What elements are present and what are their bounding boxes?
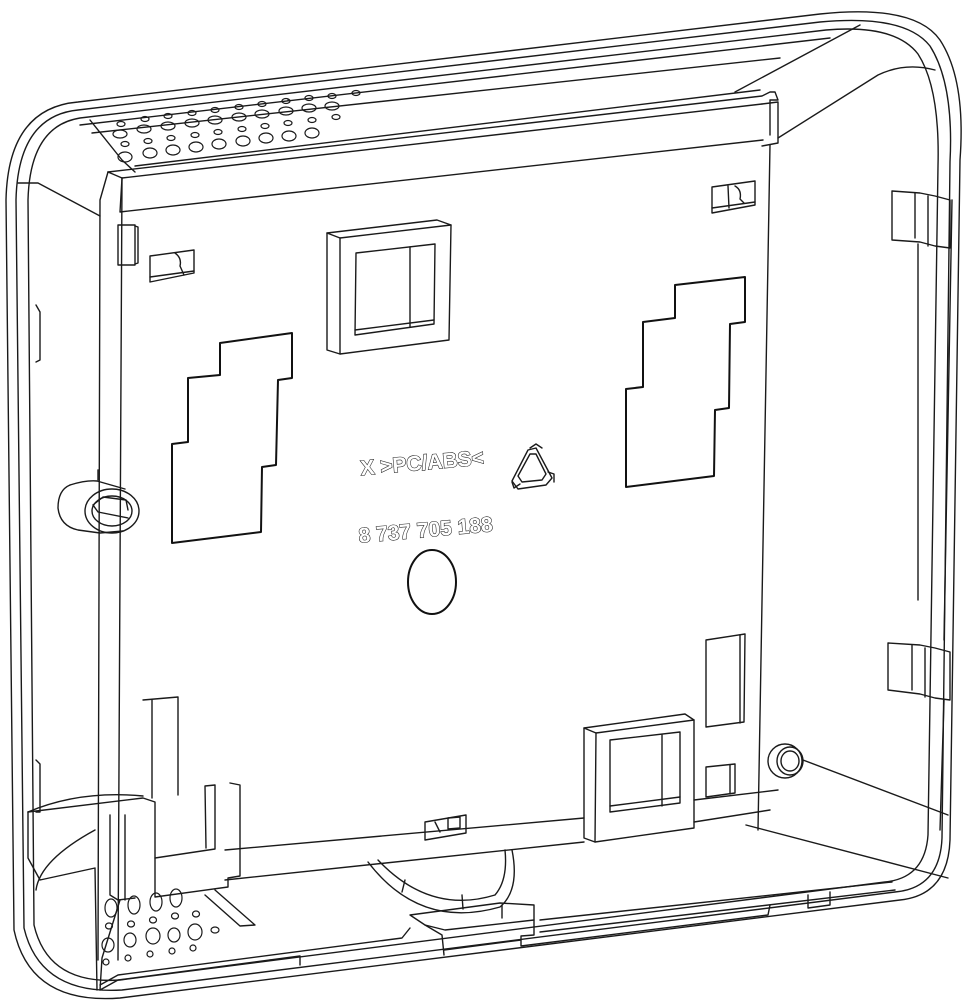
screw-boss <box>768 744 948 815</box>
part-number: 8 737 705 188 <box>357 513 494 549</box>
slot-top-right <box>712 181 755 213</box>
right-clip-upper <box>892 191 950 248</box>
left-oval-boss <box>58 470 139 533</box>
top-vent-holes <box>113 91 360 163</box>
square-frame-top <box>327 220 451 354</box>
slot-right-lower <box>706 634 745 727</box>
stepped-cutout-left <box>172 333 292 543</box>
material-marking-text: X >PC/ABS< <box>360 446 485 480</box>
left-wall-notch <box>36 305 40 362</box>
right-wall-inner-upper <box>944 200 952 640</box>
bottom-vent-holes <box>100 889 219 990</box>
bottom-ledge <box>225 790 948 880</box>
bottom-latch <box>100 882 895 990</box>
square-frame-bottom <box>584 714 694 842</box>
bottom-left-bracket <box>28 697 255 990</box>
recycle-triangle-icon <box>512 444 554 489</box>
right-clip-lower <box>888 643 950 700</box>
slot-top-left <box>150 250 194 282</box>
left-wall-notch-lower <box>36 760 40 812</box>
bottom-arc-cutout <box>368 850 514 913</box>
left-top-clip <box>118 225 138 265</box>
round-hole <box>408 550 456 614</box>
back-plate <box>18 25 935 960</box>
vent-bevel-edge <box>90 120 135 172</box>
material-marking: X >PC/ABS< <box>359 446 485 481</box>
stepped-cutout-right <box>626 277 745 487</box>
part-number-text: 8 737 705 188 <box>358 513 494 548</box>
right-wall-inner-lower <box>940 700 944 830</box>
vent-panel-bottom-edge <box>135 90 760 166</box>
outer-rim <box>6 12 961 999</box>
slot-right-small <box>706 764 735 797</box>
